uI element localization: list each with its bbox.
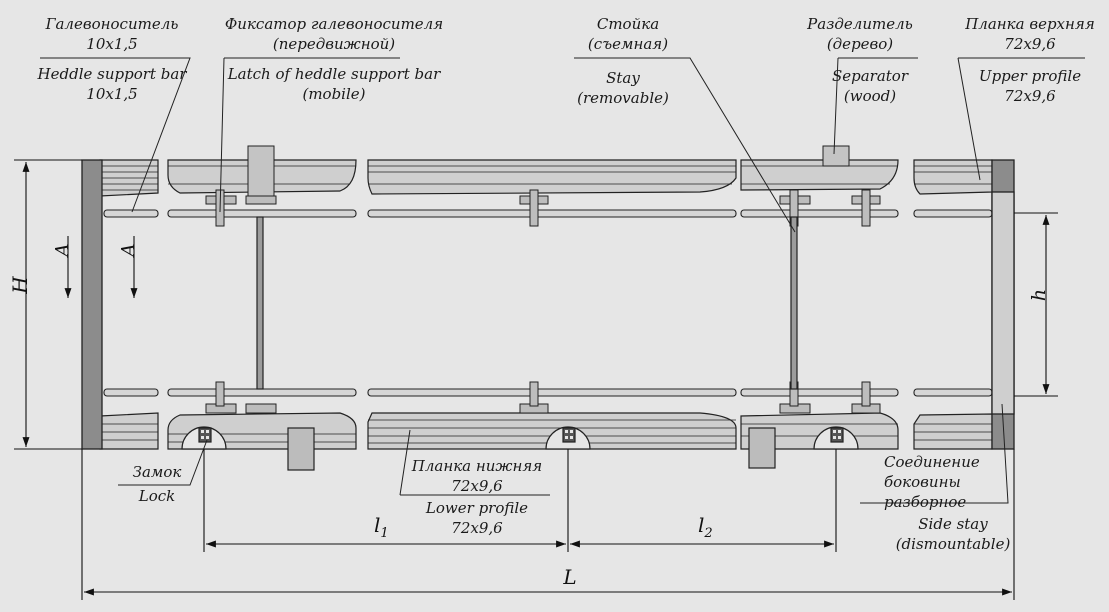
lower-profile bbox=[99, 412, 993, 471]
stays bbox=[256, 216, 798, 390]
heddle-support-bars bbox=[103, 209, 993, 397]
dimension-lines bbox=[14, 159, 1058, 600]
section-A-right: A bbox=[118, 244, 139, 259]
dim-l2: l2 bbox=[698, 513, 713, 541]
label-separator-ru: Разделитель(дерево) bbox=[807, 15, 913, 53]
label-stay-en: Stay(removable) bbox=[577, 69, 669, 107]
dim-L: L bbox=[562, 565, 576, 589]
label-lock-en: Lock bbox=[138, 487, 176, 505]
label-latch-ru: Фиксатор галевоносителя(передвижной) bbox=[224, 15, 444, 53]
label-lock-ru: Замок bbox=[132, 463, 182, 481]
dim-H: H bbox=[8, 276, 32, 295]
dimension-symbols: H h A A l1 l2 L bbox=[8, 244, 1050, 590]
label-separator-en: Separator(wood) bbox=[831, 67, 909, 105]
label-side-stay-en: Side stay(dismountable) bbox=[895, 515, 1011, 553]
side-stays bbox=[81, 159, 1015, 450]
label-latch-en: Latch of heddle support bar(mobile) bbox=[227, 65, 441, 103]
label-stay-ru: Стойка(съемная) bbox=[587, 15, 669, 53]
dim-l1: l1 bbox=[374, 513, 389, 541]
leader-lines bbox=[40, 57, 1085, 504]
fasteners bbox=[205, 145, 881, 414]
section-A-left: A bbox=[52, 244, 73, 259]
dim-h: h bbox=[1028, 289, 1050, 301]
upper-profile bbox=[99, 159, 993, 197]
